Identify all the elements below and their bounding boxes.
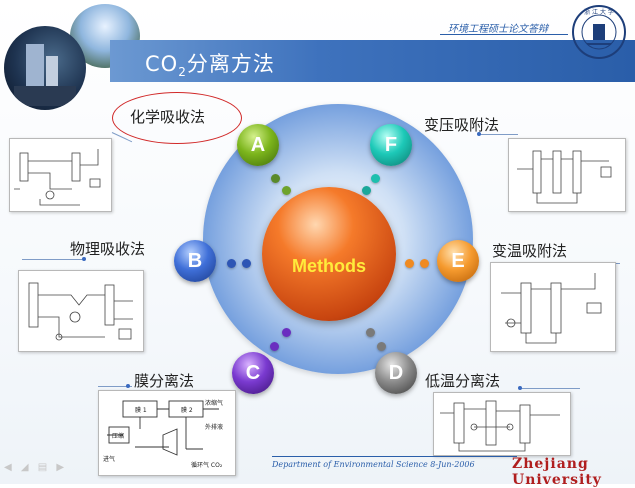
node-e-button[interactable]: E	[437, 240, 479, 282]
connector-end-f	[477, 132, 481, 136]
diagram-cryogenic-separation	[433, 392, 571, 456]
diagram-temperature-swing-adsorption	[490, 262, 616, 352]
connector-dot-c2	[270, 342, 279, 351]
node-c-button[interactable]: C	[232, 352, 274, 394]
node-f-button[interactable]: F	[370, 124, 412, 166]
svg-text:浙 江 大 学: 浙 江 大 学	[584, 8, 614, 16]
diagram-c-box-1: 膜 1	[135, 406, 147, 414]
diagram-c-box-2: 膜 2	[181, 406, 193, 414]
university-seal-logo: 浙 江 大 学	[572, 5, 626, 59]
diagram-c-out-1: 浓缩气	[205, 399, 223, 407]
footer-university: Zhejiang University	[512, 456, 602, 488]
connector-dot-a1	[271, 174, 280, 183]
diagram-c-out-2: 外排液	[205, 423, 223, 431]
diagram-chemical-absorption	[9, 138, 112, 212]
diagram-physical-absorption	[18, 270, 144, 352]
connector-dot-b1	[227, 259, 236, 268]
label-physical-absorption: 物理吸收法	[70, 240, 146, 258]
connector-dot-e2	[420, 259, 429, 268]
slide-nav-controls[interactable]: ◀ ◢ ▤ ▶	[4, 462, 68, 473]
connector-line-f	[478, 134, 518, 135]
connector-dot-f2	[362, 186, 371, 195]
footer-rule	[272, 456, 517, 457]
connector-dot-a2	[282, 186, 291, 195]
campus-photo-large	[4, 26, 86, 110]
diagram-c-out-3: 进气	[103, 455, 115, 463]
title-bar	[110, 40, 635, 82]
methods-center-sphere[interactable]	[262, 187, 396, 321]
connector-line-b	[22, 259, 82, 260]
node-a-button[interactable]: A	[237, 124, 279, 166]
connector-dot-d1	[366, 328, 375, 337]
diagram-c-compressor: 压缩	[112, 432, 124, 440]
connector-end-c	[126, 384, 130, 388]
footer-department: Department of Environmental Science 8-Ju…	[272, 460, 475, 469]
connector-dot-e1	[405, 259, 414, 268]
connector-dot-b2	[242, 259, 251, 268]
highlight-oval	[112, 92, 242, 144]
connector-line-d	[520, 388, 580, 389]
node-d-button[interactable]: D	[375, 352, 417, 394]
label-cryogenic-separation: 低温分离法	[425, 372, 501, 390]
label-temperature-swing-adsorption: 变温吸附法	[492, 242, 568, 260]
connector-end-d	[518, 386, 522, 390]
connector-end-b	[82, 257, 86, 261]
connector-dot-f1	[371, 174, 380, 183]
connector-dot-d2	[377, 342, 386, 351]
methods-center-label: Methods	[292, 256, 366, 276]
node-b-button[interactable]: B	[174, 240, 216, 282]
header-rule	[440, 34, 568, 35]
diagram-membrane-separation: 膜 1 膜 2 压缩 浓缩气 外排液 进气 循环气 CO₂	[98, 390, 236, 476]
connector-line-c	[98, 386, 132, 387]
connector-dot-c1	[282, 328, 291, 337]
diagram-pressure-swing-adsorption	[508, 138, 626, 212]
label-chemical-absorption: 化学吸收法	[130, 108, 206, 126]
thesis-label: 环境工程硕士论文答辩	[448, 24, 548, 35]
label-pressure-swing-adsorption: 变压吸附法	[424, 116, 500, 134]
page-title: CO2分离方法	[145, 52, 275, 80]
label-membrane-separation: 膜分离法	[134, 372, 195, 390]
diagram-c-out-4: 循环气 CO₂	[191, 461, 223, 469]
